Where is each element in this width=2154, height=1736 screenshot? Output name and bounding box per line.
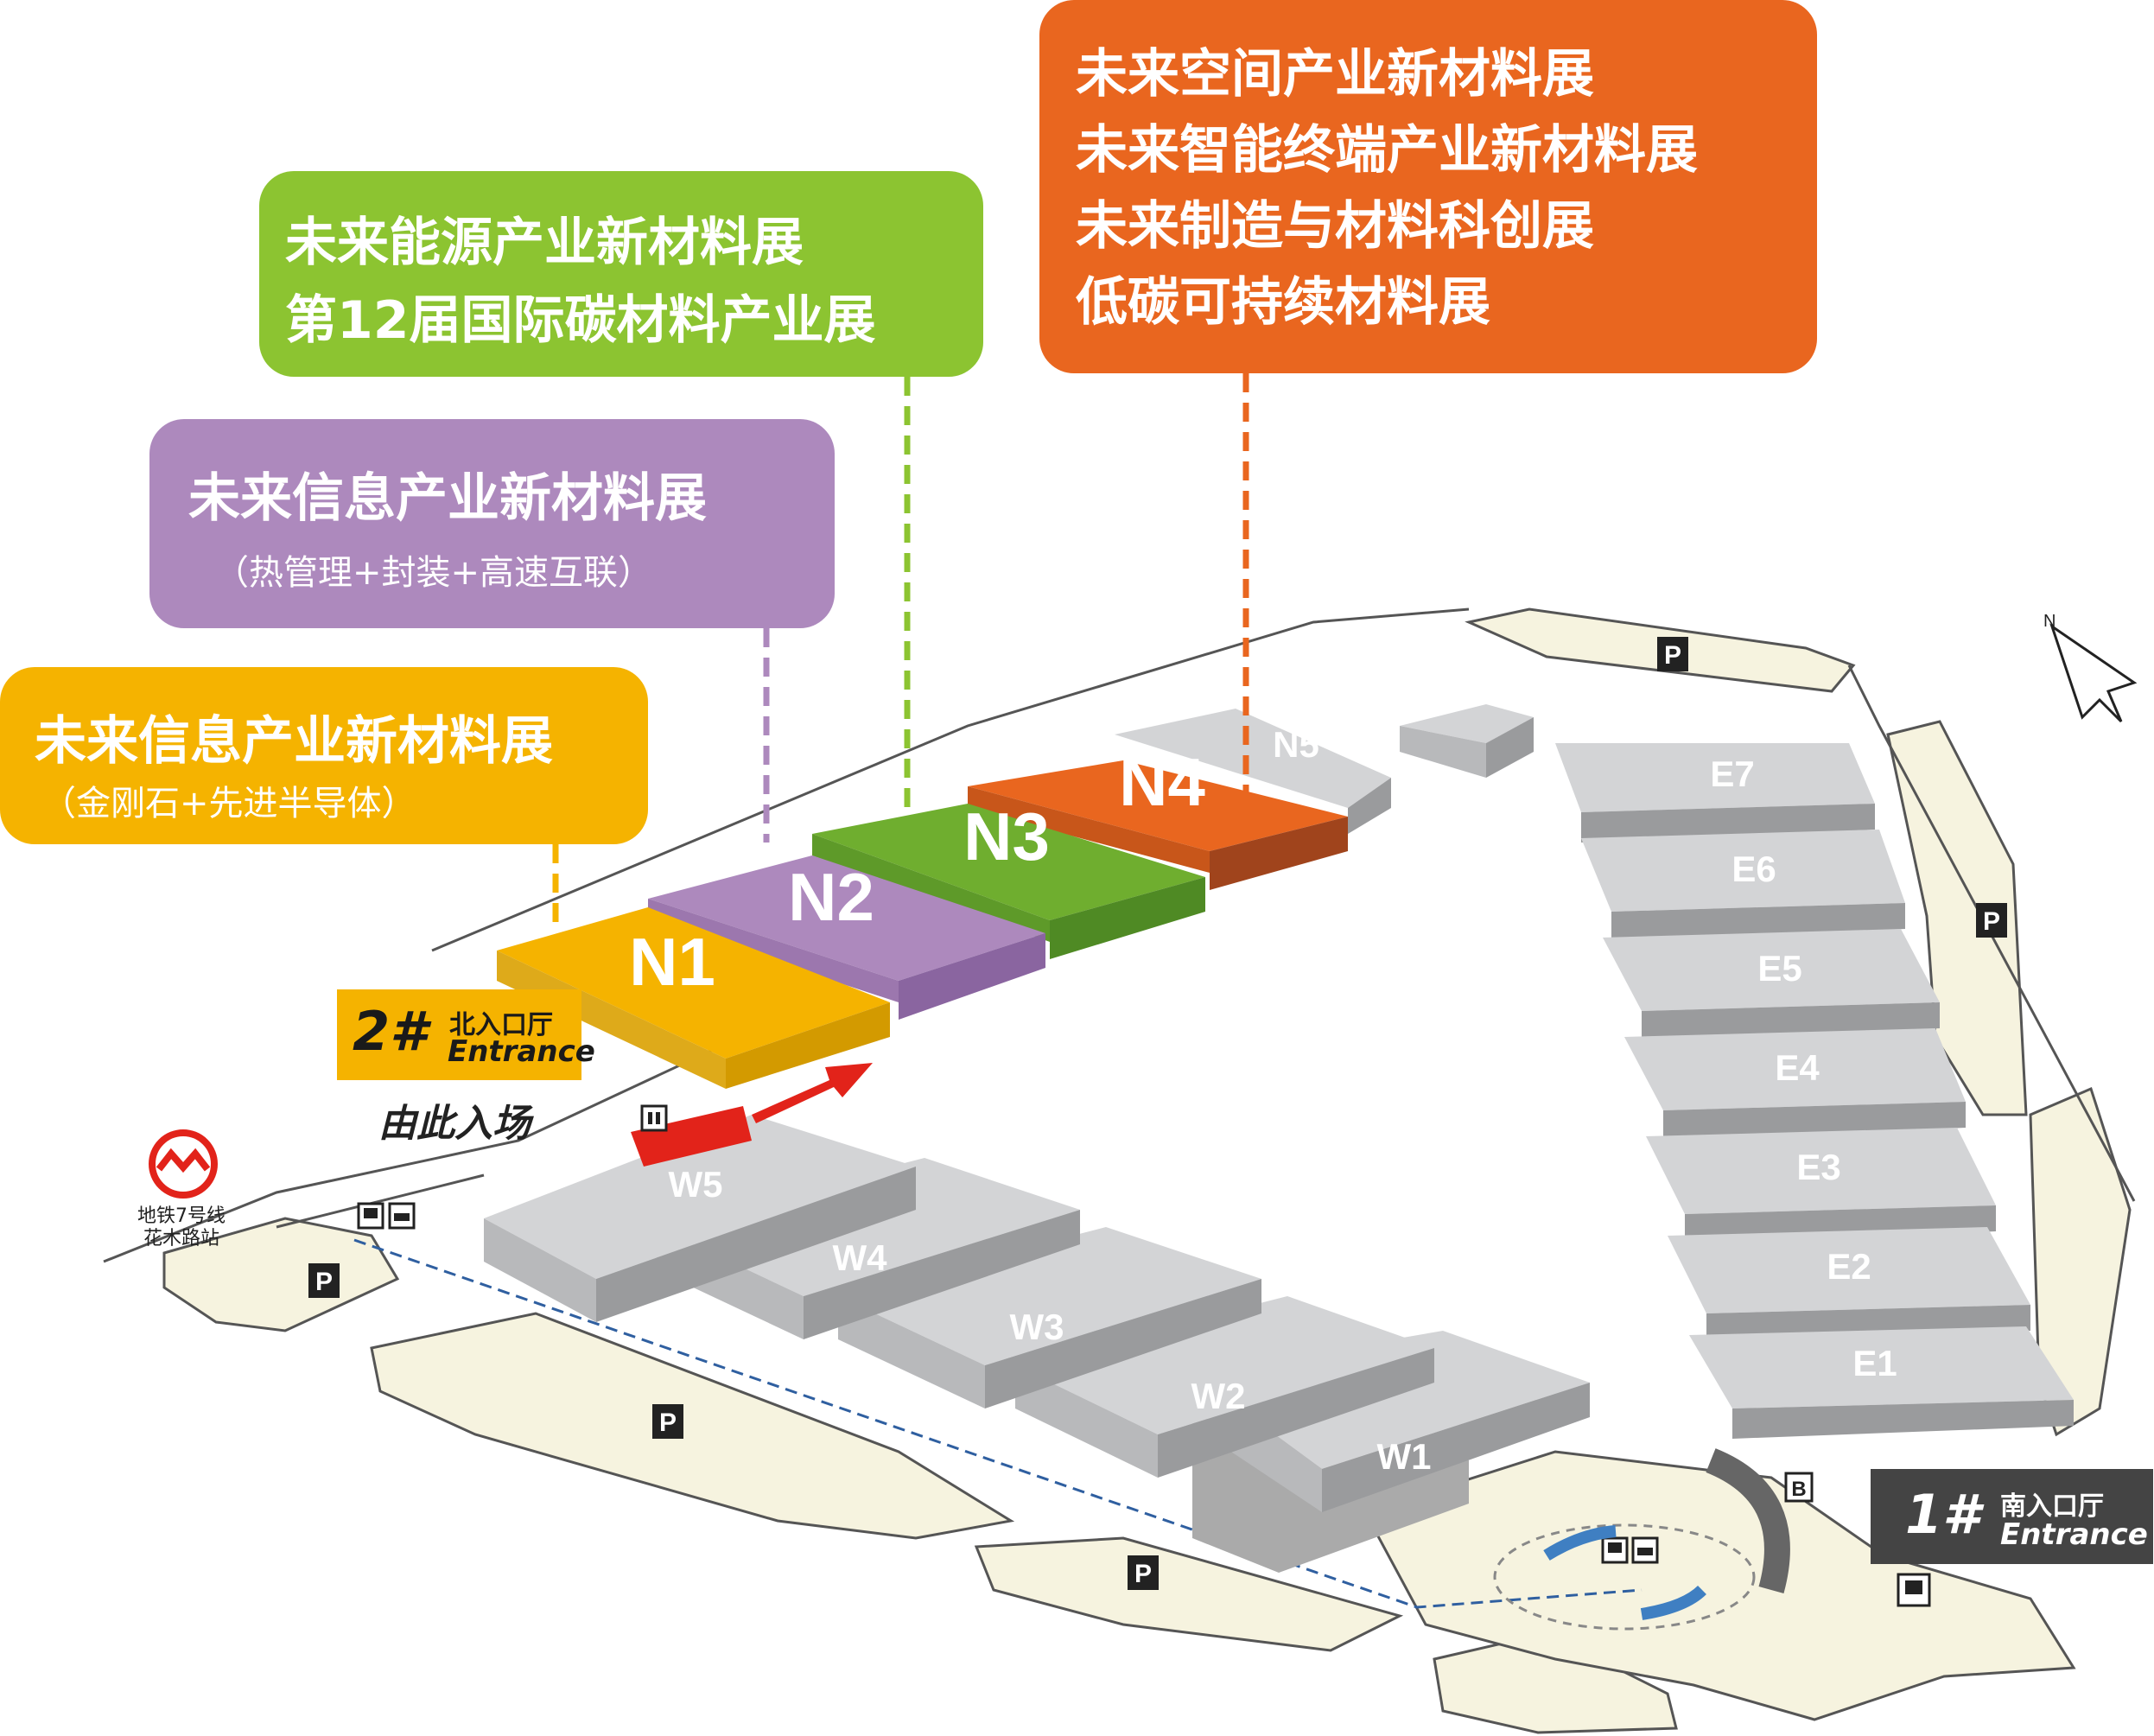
callout-n4: 未来空间产业新材料展 未来智能终端产业新材料展 未来制造与材料科创展 低碳可持续… — [1039, 0, 1817, 373]
car-icon — [1631, 1536, 1659, 1564]
hall-N4 — [968, 760, 1348, 890]
south-entrance-label-cn: 南入口厅 — [2000, 1491, 2104, 1522]
transport-icons — [357, 1104, 1931, 1607]
bus-icon — [357, 1202, 384, 1230]
north-entrance-number: 2# — [353, 1000, 428, 1063]
svg-text:P: P — [1134, 1560, 1152, 1588]
east-halls — [1555, 743, 2074, 1439]
parking-signs: P P P P P B — [308, 637, 2007, 1590]
parking-lot-southwest — [370, 1312, 1015, 1540]
parking-sign: P — [1657, 637, 1688, 671]
hall-label-E6: E6 — [1731, 849, 1776, 889]
leader-lines — [552, 373, 1249, 925]
metro-line: 地铁7号线 — [137, 1205, 226, 1227]
callout-n4-line: 未来制造与材料科创展 — [1076, 196, 1594, 257]
restroom-icon — [640, 1104, 668, 1132]
svg-text:B: B — [1791, 1478, 1806, 1501]
south-entrance-number: 1# — [1905, 1483, 1980, 1546]
hall-label-E3: E3 — [1796, 1147, 1840, 1187]
parking-sign: P — [1976, 903, 2007, 938]
hall-N1 — [497, 907, 890, 1089]
parking-lot-east — [1886, 720, 2028, 1116]
north-entrance-sign: 2# 北入口厅 Entrance — [337, 989, 595, 1080]
svg-text:P: P — [1983, 907, 2000, 936]
metro-station-label: 地铁7号线 花木路站 — [121, 1205, 242, 1250]
west-halls — [484, 1115, 1590, 1573]
route-dashed — [353, 1238, 1643, 1609]
hall-label-N4: N4 — [1119, 744, 1205, 820]
entry-arrow-icon — [752, 1063, 873, 1123]
callout-n2-subtitle: （热管理+封装+高速互联） — [214, 553, 653, 593]
roundabout — [1493, 1448, 1790, 1631]
parking-lot-south — [974, 1536, 1404, 1652]
parking-sign: P — [652, 1404, 683, 1439]
compass-icon: N — [2043, 612, 2138, 723]
hall-label-W3: W3 — [1010, 1307, 1064, 1347]
hall-N2 — [648, 855, 1045, 1020]
hall-label-W4: W4 — [833, 1237, 888, 1278]
hall-W2 — [1015, 1296, 1434, 1478]
car-icon — [388, 1202, 416, 1230]
hall-label-E7: E7 — [1710, 754, 1754, 794]
roads — [103, 607, 2136, 1609]
hall-label-N2: N2 — [788, 859, 874, 935]
hall-label-E2: E2 — [1827, 1246, 1871, 1287]
ground-areas — [162, 607, 2132, 1734]
metro-logo-icon — [149, 1129, 218, 1199]
callout-n2-title: 未来信息产业新材料展 — [188, 468, 707, 529]
svg-text:P: P — [659, 1409, 677, 1437]
hall-label-E5: E5 — [1757, 948, 1801, 989]
north-entrance-label-cn: 北入口厅 — [449, 1010, 553, 1040]
svg-text:P: P — [1664, 641, 1681, 670]
building-b-sign: B — [1784, 1472, 1814, 1503]
metro-station: 花木路站 — [143, 1228, 219, 1250]
callout-n4-line: 低碳可持续材料展 — [1076, 272, 1490, 333]
callout-n3-line: 未来能源产业新材料展 — [285, 213, 804, 273]
hall-label-W5: W5 — [669, 1164, 723, 1205]
callout-n1-subtitle: （金刚石+先进半导体） — [41, 784, 416, 823]
hall-label-W1: W1 — [1377, 1436, 1432, 1477]
callout-n4-line: 未来智能终端产业新材料展 — [1076, 120, 1698, 181]
hall-label-E4: E4 — [1775, 1047, 1820, 1088]
callout-n4-line: 未来空间产业新材料展 — [1076, 44, 1594, 105]
callout-n3: 未来能源产业新材料展 第12届国际碳材料产业展 — [259, 171, 983, 377]
svg-text:N: N — [2043, 612, 2056, 631]
south-entrance-sign: 1# 南入口厅 Entrance — [1871, 1469, 2153, 1564]
hall-W5 — [484, 1115, 916, 1322]
hall-label-W2: W2 — [1191, 1376, 1246, 1416]
hall-label-N3: N3 — [963, 798, 1050, 874]
callout-n2: 未来信息产业新材料展 （热管理+封装+高速互联） — [149, 419, 835, 628]
hall-N5 — [1115, 704, 1534, 834]
callout-n1-title: 未来信息产业新材料展 — [35, 711, 553, 772]
hall-label-E1: E1 — [1852, 1343, 1897, 1383]
hall-W3 — [838, 1227, 1261, 1409]
callout-n3-line: 第12届国际碳材料产业展 — [285, 290, 876, 351]
north-halls — [497, 704, 1534, 1089]
bus-icon — [1601, 1536, 1629, 1564]
bus-icon — [1897, 1573, 1931, 1607]
south-entrance-label-en: Entrance — [2000, 1517, 2148, 1552]
hall-labels: N1 N2 N3 N4 N5 E7 E6 E5 E4 E3 E2 E1 W5 W… — [629, 724, 1897, 1477]
svg-text:P: P — [315, 1268, 333, 1296]
hall-label-N1: N1 — [629, 924, 715, 1000]
hall-E1 — [1689, 1326, 2074, 1439]
callout-n1: 未来信息产业新材料展 （金刚石+先进半导体） — [0, 667, 648, 844]
hall-label-N5: N5 — [1273, 724, 1319, 765]
north-entrance-building — [631, 1106, 752, 1167]
north-entrance-label-en: Entrance — [448, 1034, 595, 1069]
parking-sign: P — [308, 1263, 340, 1298]
enter-here-label: 由此入场 — [378, 1102, 531, 1146]
parking-sign: P — [1128, 1555, 1159, 1590]
